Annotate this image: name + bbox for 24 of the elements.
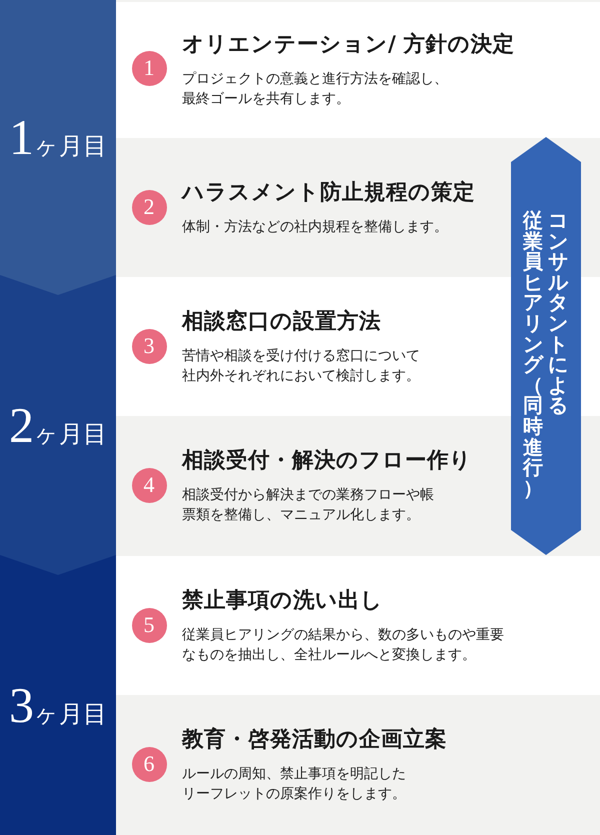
step-title: 教育・啓発活動の企画立案 bbox=[182, 726, 447, 754]
number-circle: 3 bbox=[132, 328, 166, 364]
step-title: 相談窓口の設置方法 bbox=[182, 308, 381, 336]
step-title: ハラスメント防止規程の策定 bbox=[182, 178, 475, 206]
number-circle: 5 bbox=[132, 608, 166, 642]
step-description: ルールの周知、禁止事項を明記したリーフレットの原案作りをします。 bbox=[182, 765, 407, 804]
period-label: 2ヶ月目 bbox=[9, 400, 107, 450]
step-title: 禁止事項の洗い出し bbox=[182, 586, 383, 614]
step-description: 苦情や相談を受け付ける窓口について社内外それぞれにおいて検討します。 bbox=[182, 346, 421, 386]
number-circle: 1 bbox=[132, 50, 166, 86]
step-title: 相談受付・解決のフロー作り bbox=[182, 446, 472, 474]
banner-text: コンサルタントによる従業員ヒアリング（同時進行） bbox=[522, 210, 568, 500]
number-circle: 6 bbox=[132, 746, 166, 782]
step-description: 体制・方法などの社内規程を整備します。 bbox=[182, 218, 448, 236]
step-panel bbox=[116, 2, 600, 138]
period-label: 3ヶ月目 bbox=[9, 680, 107, 730]
step-description: プロジェクトの意義と進行方法を確認し、最終ゴールを共有します。 bbox=[182, 70, 449, 109]
step-panel bbox=[116, 556, 600, 695]
number-circle: 4 bbox=[132, 468, 166, 502]
number-circle: 2 bbox=[132, 190, 166, 224]
period-label: 1ヶ月目 bbox=[9, 112, 107, 162]
step-description: 相談受付から解決までの業務フローや帳票類を整備し、マニュアル化します。 bbox=[182, 486, 435, 524]
step-description: 従業員ヒアリングの結果から、数の多いものや重要なものを抽出し、全社ルールへと変換します。 bbox=[182, 626, 505, 664]
step-title: オリエンテーション/ 方針の決定 bbox=[182, 31, 514, 59]
